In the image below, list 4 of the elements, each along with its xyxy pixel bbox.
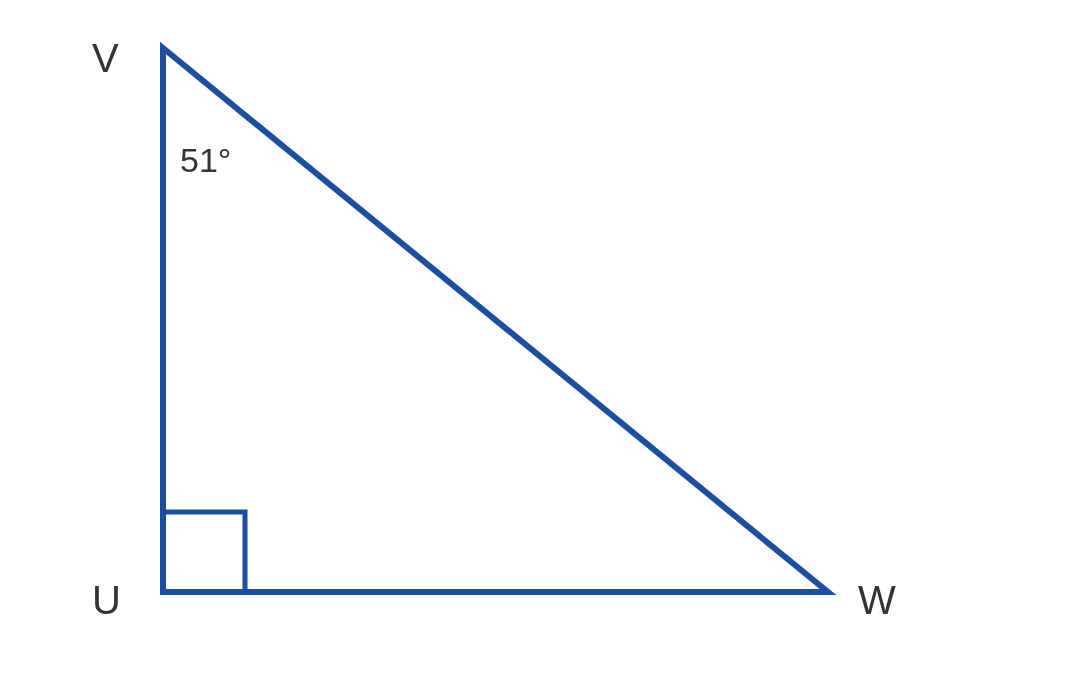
vertex-label: V: [92, 38, 119, 78]
vertex-label: W: [858, 580, 896, 620]
angle-label: 51°: [180, 143, 232, 177]
vertex-label: U: [92, 580, 121, 620]
